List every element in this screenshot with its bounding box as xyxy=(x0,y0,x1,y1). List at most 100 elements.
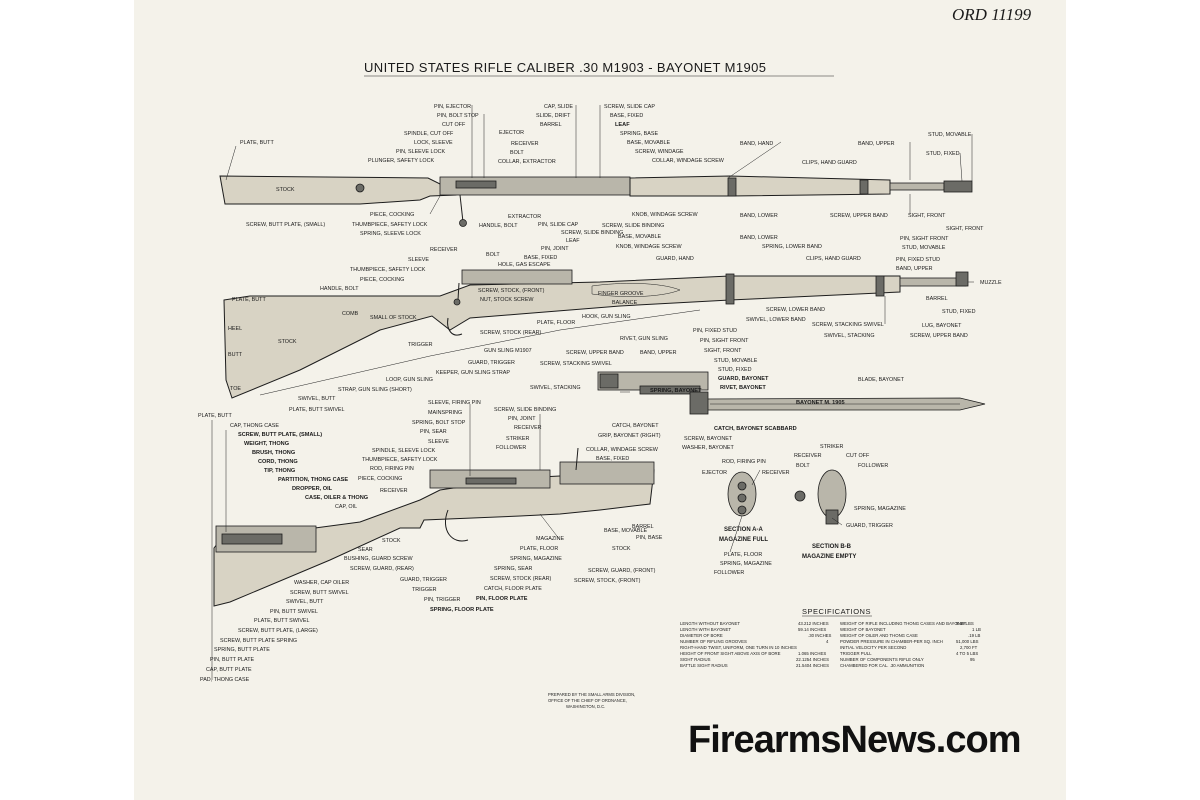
label: SPRING, BAYONET xyxy=(650,388,702,394)
section-bb-labels: STRIKER RECEIVER CUT OFF BOLT FOLLOWER S… xyxy=(794,444,906,560)
rifle-mid-drawing xyxy=(223,269,969,399)
label: SCREW, STOCK (REAR) xyxy=(480,330,542,336)
label: PLATE, BUTT xyxy=(198,413,232,419)
label: BAND, UPPER xyxy=(640,350,677,356)
label: RECEIVER xyxy=(762,470,790,476)
label: PLATE, BUTT xyxy=(232,297,266,303)
prepared-line-3: WASHINGTON, D.C. xyxy=(566,704,605,709)
label: PIN, SLEEVE LOCK xyxy=(396,149,446,155)
label: STRIKER xyxy=(820,444,843,450)
label: MAINSPRING xyxy=(428,410,462,416)
spec-value: 21.5404 INCHES xyxy=(796,663,829,668)
spec-key: SIGHT RADIUS xyxy=(680,657,711,662)
spec-value: 22.1254 INCHES xyxy=(796,657,829,662)
specifications-table: SPECIFICATIONS LENGTH WITHOUT BAYONET 43… xyxy=(680,607,981,668)
label: ROD, FIRING PIN xyxy=(722,459,766,465)
label: STRAP, GUN SLING (SHORT) xyxy=(338,387,412,393)
label: HANDLE, BOLT xyxy=(320,286,359,292)
label: WASHER, CAP OILER xyxy=(294,580,349,586)
spec-left-column: LENGTH WITHOUT BAYONET 43.212 INCHES LEN… xyxy=(680,621,832,668)
label: CATCH, FLOOR PLATE xyxy=(484,586,542,592)
label: BAYONET M. 1905 xyxy=(796,400,845,406)
label: PARTITION, THONG CASE xyxy=(278,477,348,483)
label: SCREW, STACKING SWIVEL xyxy=(812,322,884,328)
spec-value: .19 LB xyxy=(968,633,981,638)
label: PLATE, BUTT SWIVEL xyxy=(254,618,310,624)
prepared-by-note: PREPARED BY THE SMALL ARMS DIVISION, OFF… xyxy=(548,692,635,709)
label: SCREW, STOCK (REAR) xyxy=(490,576,552,582)
label: SCREW, UPPER BAND xyxy=(830,213,888,219)
label: SCREW, GUARD, (REAR) xyxy=(350,566,414,572)
label: LEAF xyxy=(566,238,580,244)
label: SWIVEL, STACKING xyxy=(824,333,875,339)
label: SIGHT, FRONT xyxy=(704,348,742,354)
spec-key: LENGTH WITH BAYONET xyxy=(680,627,731,632)
label: COLLAR, WINDAGE SCREW xyxy=(586,447,659,453)
label: SWIVEL, LOWER BAND xyxy=(746,317,806,323)
label: THUMBPIECE, SAFETY LOCK xyxy=(362,457,438,463)
label: BRUSH, THONG xyxy=(252,450,295,456)
spec-value: 1.065 INCHES xyxy=(798,651,826,656)
label: SPRING, BOLT STOP xyxy=(412,420,466,426)
label: EJECTOR xyxy=(499,130,524,136)
label: CORD, THONG xyxy=(258,459,298,465)
label: SLIDE, DRIFT xyxy=(536,113,571,119)
label: RECEIVER xyxy=(430,247,458,253)
label: FINGER GROOVE xyxy=(598,291,644,297)
label: CATCH, BAYONET xyxy=(612,423,659,429)
label: MAGAZINE xyxy=(536,536,565,542)
rifle-top-labels: PIN, EJECTOR PIN, BOLT STOP CUT OFF SPIN… xyxy=(240,104,972,237)
label: BOLT xyxy=(796,463,810,469)
label: STUD, MOVABLE xyxy=(928,132,972,138)
label: PAD, THONG CASE xyxy=(200,677,250,683)
label: LUG, BAYONET xyxy=(922,323,962,329)
label: BAND, HAND xyxy=(740,141,773,147)
label: PIN, SIGHT FRONT xyxy=(900,236,949,242)
label: BAND, UPPER xyxy=(858,141,895,147)
label: PLATE, FLOOR xyxy=(724,552,762,558)
label: CAP, BUTT PLATE xyxy=(206,667,252,673)
label: PIECE, COCKING xyxy=(370,212,414,218)
label: SCREW, SLIDE BINDING xyxy=(561,230,623,236)
label: SCREW, UPPER BAND xyxy=(566,350,624,356)
watermark-logo: FirearmsNews.com xyxy=(688,719,1021,761)
specifications-heading: SPECIFICATIONS xyxy=(802,607,871,616)
label: SPRING, MAGAZINE xyxy=(854,506,906,512)
label: LOOP, GUN SLING xyxy=(386,377,433,383)
spec-value: 4 TO 5 LBS xyxy=(956,651,978,656)
label: SWIVEL, STACKING xyxy=(530,385,581,391)
label: EXTRACTOR xyxy=(508,214,541,220)
spec-key: WEIGHT OF OILER AND THONG CASE xyxy=(840,633,918,638)
label: FOLLOWER xyxy=(496,445,526,451)
leader-lines xyxy=(211,105,974,680)
label: SCREW, BUTT PLATE, (SMALL) xyxy=(246,222,325,228)
label: PIN, FIXED STUD xyxy=(896,257,940,263)
label: COMB xyxy=(342,311,359,317)
label: BARREL xyxy=(632,524,654,530)
label: GUARD, BAYONET xyxy=(718,376,769,382)
label: SIGHT, FRONT xyxy=(946,226,984,232)
prepared-line-1: PREPARED BY THE SMALL ARMS DIVISION, xyxy=(548,692,635,697)
spec-key: WEIGHT OF BAYONET xyxy=(840,627,886,632)
spec-key: INITIAL VELOCITY PER SECOND xyxy=(840,645,906,650)
label: SCREW, BUTT PLATE, (LARGE) xyxy=(238,628,318,634)
section-bb-subtitle: MAGAZINE EMPTY xyxy=(802,554,856,560)
label: RIVET, BAYONET xyxy=(720,385,766,391)
label: SIGHT, FRONT xyxy=(908,213,946,219)
label: PIN, BASE xyxy=(636,535,663,541)
prepared-line-2: OFFICE OF THE CHIEF OF ORDNANCE, xyxy=(548,698,627,703)
label: PIN, TRIGGER xyxy=(424,597,461,603)
spec-right-column: WEIGHT OF RIFLE INCLUDING THONG CASES AN… xyxy=(840,621,981,668)
label: ROD, FIRING PIN xyxy=(370,466,414,472)
label: SCREW, BAYONET xyxy=(684,436,733,442)
label: SCREW, SLIDE CAP xyxy=(604,104,655,110)
label: KNOB, WINDAGE SCREW xyxy=(616,244,683,250)
label: PLATE, BUTT SWIVEL xyxy=(289,407,345,413)
label: SCREW, GUARD, (FRONT) xyxy=(588,568,656,574)
section-left-labels: PLATE, BUTT CAP, THONG CASE SCREW, BUTT … xyxy=(198,400,663,683)
spec-key: RIGHT-HAND TWIST, UNIFORM, ONE TURN IN 1… xyxy=(680,645,797,650)
label: PIN, JOINT xyxy=(508,416,536,422)
label: SPRING, FLOOR PLATE xyxy=(430,607,494,613)
spec-key: HEIGHT OF FRONT SIGHT ABOVE AXIS OF BORE xyxy=(680,651,781,656)
